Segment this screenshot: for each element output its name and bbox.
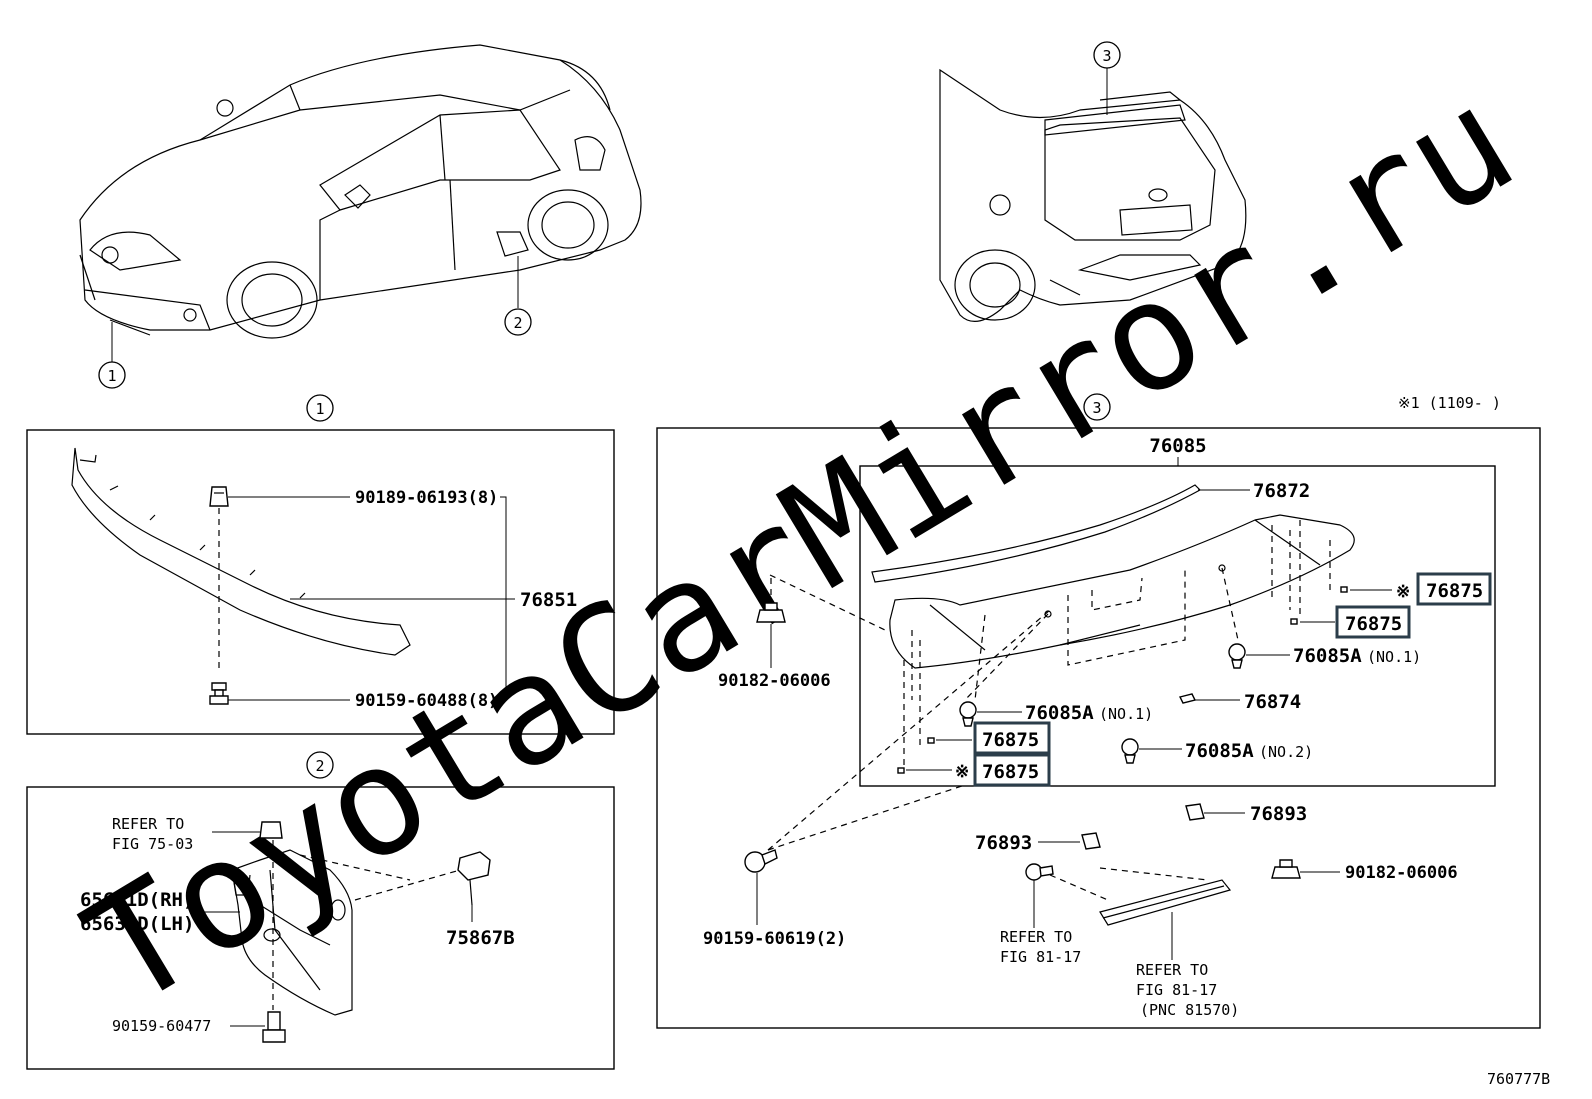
label-76085a-right: 76085A bbox=[1293, 645, 1362, 667]
section-3-title: 3 bbox=[1092, 399, 1101, 417]
clip-76893-mid-icon bbox=[1081, 832, 1101, 850]
callout-3: 3 bbox=[1102, 47, 1111, 65]
section-1-circle bbox=[306, 394, 334, 422]
label-76893-mid: 76893 bbox=[975, 832, 1032, 854]
nut-right-icon bbox=[1271, 859, 1301, 879]
section-2-circle bbox=[306, 751, 334, 779]
clip-76085a-no2-icon bbox=[1121, 738, 1139, 764]
label-90159-60488: 90159-60488(8) bbox=[355, 691, 498, 711]
label-90182-left: 90182-06006 bbox=[718, 671, 831, 691]
label-90159-60619: 90159-60619(2) bbox=[703, 929, 846, 949]
mark-pad-a: ※ bbox=[1396, 582, 1410, 602]
label-76085: 76085 bbox=[1149, 435, 1206, 457]
label-75867b: 75867B bbox=[446, 927, 515, 949]
label-65631d-rh: 65631D(RH) bbox=[80, 889, 194, 911]
callout-1: 1 bbox=[107, 367, 116, 385]
section-2-title: 2 bbox=[315, 757, 324, 775]
nut-left-icon bbox=[756, 602, 786, 623]
bolt-90159-60619-icon bbox=[744, 849, 778, 873]
label-90159-60477: 90159-60477 bbox=[112, 1017, 211, 1035]
watermark: ToyotaCarMirror.ru bbox=[59, 54, 1542, 1040]
pad-c-icon bbox=[927, 737, 935, 744]
mudguard-icon bbox=[231, 849, 353, 1016]
section-1-title: 1 bbox=[315, 400, 324, 418]
front-spoiler-strip bbox=[71, 447, 411, 656]
label-refer-to-2: REFER TO bbox=[1000, 928, 1072, 946]
clip-fig-75-03-icon bbox=[259, 821, 283, 839]
note-76085a-left: (NO.1) bbox=[1099, 705, 1153, 723]
section-2-panel bbox=[26, 786, 615, 1070]
clip-75867b-icon bbox=[457, 851, 491, 906]
screw-90159-60477-icon bbox=[262, 1011, 286, 1043]
label-76872: 76872 bbox=[1253, 480, 1310, 502]
highlight-pad-c bbox=[973, 721, 1051, 755]
screw-90159-60488-icon bbox=[209, 682, 229, 705]
label-90189-06193: 90189-06193(8) bbox=[355, 488, 498, 508]
pad-a-icon bbox=[1340, 586, 1348, 593]
label-fig-81-17-b: FIG 81-17 bbox=[1136, 981, 1217, 999]
seal-76874-icon bbox=[1178, 693, 1197, 704]
footnote: ※1 (1109- ) bbox=[1398, 394, 1501, 412]
pad-d-icon bbox=[897, 767, 905, 774]
clip-76085a-left-icon bbox=[959, 701, 977, 727]
mark-pad-d: ※ bbox=[955, 762, 969, 782]
clip-90189-icon bbox=[209, 486, 229, 507]
label-76893-right: 76893 bbox=[1250, 803, 1307, 825]
label-76085a-no2: 76085A bbox=[1185, 740, 1254, 762]
label-pnc-81570: (PNC 81570) bbox=[1140, 1001, 1239, 1019]
section-3-circle bbox=[1083, 393, 1111, 421]
clip-76085a-right-icon bbox=[1228, 643, 1246, 669]
front-car-illustration bbox=[79, 44, 642, 339]
screw-refer-81-17-icon bbox=[1025, 863, 1054, 881]
label-refer-to-3: REFER TO bbox=[1136, 961, 1208, 979]
label-fig-81-17-a: FIG 81-17 bbox=[1000, 948, 1081, 966]
diagram-code: 760777B bbox=[1487, 1070, 1550, 1088]
callout-3-circle bbox=[1093, 41, 1121, 69]
callout-2-circle bbox=[504, 308, 532, 336]
rear-car-illustration bbox=[939, 68, 1247, 322]
label-76875-b: 76875 bbox=[1345, 613, 1402, 635]
highlight-pad-a bbox=[1416, 572, 1492, 606]
highlight-pad-b bbox=[1335, 605, 1411, 639]
label-76875-d: 76875 bbox=[982, 761, 1039, 783]
section-1-panel bbox=[26, 429, 615, 735]
pad-b-icon bbox=[1290, 618, 1298, 625]
callout-2: 2 bbox=[513, 314, 522, 332]
label-76851: 76851 bbox=[520, 589, 577, 611]
spoiler-dashed-guides bbox=[903, 520, 1331, 770]
label-76875-c: 76875 bbox=[982, 729, 1039, 751]
label-65632d-lh: 65632D(LH) bbox=[80, 913, 194, 935]
label-76085a-left: 76085A bbox=[1025, 702, 1094, 724]
label-fig-75-03: FIG 75-03 bbox=[112, 835, 193, 853]
label-76875-a: 76875 bbox=[1426, 580, 1483, 602]
label-90182-right: 90182-06006 bbox=[1345, 863, 1458, 883]
note-76085a-right: (NO.1) bbox=[1367, 648, 1421, 666]
callout-1-circle bbox=[98, 361, 126, 389]
highlight-pad-d bbox=[973, 753, 1051, 787]
clip-76893-right-icon bbox=[1185, 803, 1205, 821]
label-76874: 76874 bbox=[1244, 691, 1301, 713]
section-3-panel bbox=[656, 427, 1541, 1029]
label-refer-to-1: REFER TO bbox=[112, 815, 184, 833]
stop-lamp-icon bbox=[1099, 879, 1232, 926]
note-76085a-no2: (NO.2) bbox=[1259, 743, 1313, 761]
